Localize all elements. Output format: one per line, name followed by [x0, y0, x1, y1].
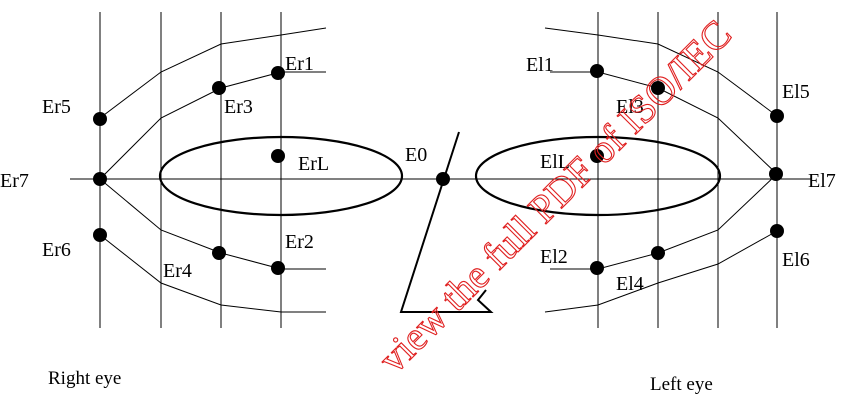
point-el5: [770, 109, 784, 123]
label-er3: Er3: [224, 96, 253, 118]
label-el1: El1: [526, 54, 554, 76]
left-lower-outer-contour: [544, 230, 778, 313]
right-upper-outer-contour: [99, 27, 327, 119]
watermark-text: view the full PDF of ISO/IEC: [370, 11, 740, 381]
left-upper-outer-contour: [544, 27, 778, 117]
point-er2: [271, 261, 285, 275]
left-eye-ellipse: [474, 135, 722, 217]
point-er1: [271, 66, 285, 80]
nose-profile: [399, 131, 494, 313]
label-er4: Er4: [163, 260, 192, 282]
point-erl: [271, 149, 285, 163]
point-ell: [590, 149, 604, 163]
point-el2: [590, 261, 604, 275]
label-e0: E0: [405, 144, 427, 166]
label-ell: ElL: [540, 151, 570, 173]
point-el3: [651, 81, 665, 95]
point-e0: [436, 172, 450, 186]
label-er1: Er1: [285, 53, 314, 75]
caption-right-eye: Right eye: [48, 368, 121, 389]
label-el2: El2: [540, 246, 568, 268]
point-el1: [590, 64, 604, 78]
label-el3: El3: [616, 96, 644, 118]
label-el5: El5: [782, 81, 810, 103]
label-er5: Er5: [42, 96, 71, 118]
point-el7: [769, 167, 783, 181]
point-er6: [93, 228, 107, 242]
label-el7: El7: [808, 170, 836, 192]
label-erl: ErL: [298, 153, 329, 175]
label-er2: Er2: [285, 231, 314, 253]
point-er4: [212, 246, 226, 260]
feature-points: [93, 64, 784, 275]
right-lower-outer-contour: [99, 234, 326, 313]
caption-left-eye: Left eye: [650, 374, 713, 394]
point-labels: Er1 Er3 Er5 ErL Er7 Er6 Er4 Er2 E0 El1 E…: [0, 53, 836, 295]
point-el4: [651, 246, 665, 260]
label-er7: Er7: [0, 170, 29, 192]
point-el6: [770, 224, 784, 238]
label-er6: Er6: [42, 239, 71, 261]
right-eye-ellipse: [158, 135, 404, 217]
point-er3: [212, 81, 226, 95]
point-er7: [93, 172, 107, 186]
eye-contours: [99, 27, 778, 313]
point-er5: [93, 112, 107, 126]
label-el6: El6: [782, 249, 810, 271]
label-el4: El4: [616, 273, 644, 295]
